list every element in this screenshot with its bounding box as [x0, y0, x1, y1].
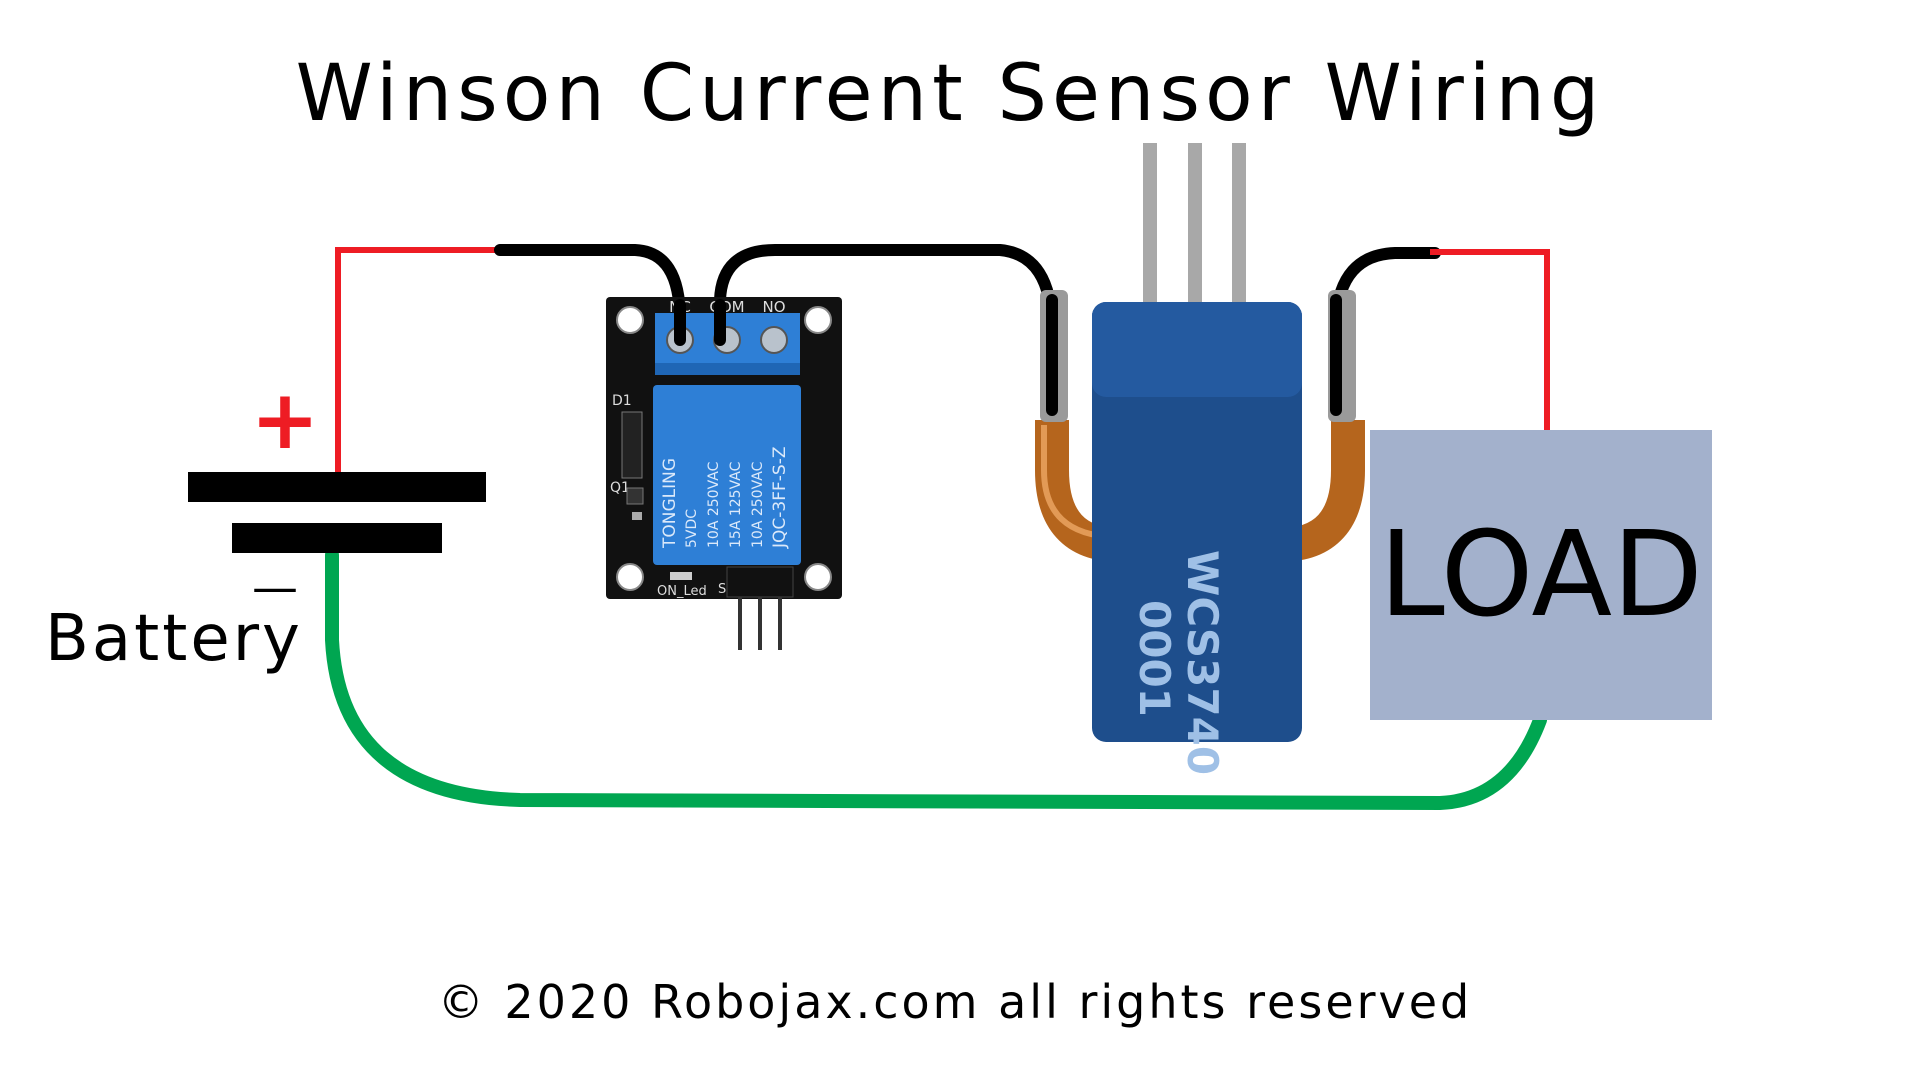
relay-smd-part — [632, 512, 642, 520]
relay-mount-hole — [616, 563, 644, 591]
relay-transistor — [626, 487, 644, 505]
relay-mount-hole — [616, 306, 644, 334]
relay-brand-label: TONGLING — [660, 458, 680, 549]
relay-d1-label: D1 — [612, 393, 632, 409]
relay-terminal-lip — [655, 363, 800, 375]
copyright-notice: © 2020 Robojax.com all rights reserved — [438, 975, 1473, 1029]
battery-minus-sign: — — [252, 560, 298, 614]
load-positive-wire — [1430, 249, 1550, 432]
battery-symbol — [188, 472, 486, 553]
relay-body — [653, 385, 801, 565]
ground-wire — [325, 548, 1547, 811]
relay-led-label: ON_Led — [657, 584, 707, 599]
relay-header — [726, 566, 794, 598]
relay-rating-4: 10A 250VAC — [750, 461, 766, 548]
battery-positive-plate — [188, 472, 486, 502]
sensor-body — [1092, 302, 1302, 742]
relay-screw-no — [760, 326, 788, 354]
sensor-pin — [1188, 143, 1202, 303]
current-sensor: WCS3740 0001 — [1035, 143, 1365, 775]
relay-model-label: JQC-3FF-S-Z — [770, 447, 790, 549]
relay-mount-hole — [804, 306, 832, 334]
relay-q1-label: Q1 — [610, 480, 630, 496]
load-box — [1370, 430, 1712, 720]
sensor-body-top — [1092, 302, 1302, 397]
battery-positive-wire — [335, 247, 505, 475]
relay-status-led — [670, 572, 692, 580]
sensor-pin — [1232, 143, 1246, 303]
relay-rating-3: 15A 125VAC — [728, 461, 744, 548]
relay-diode — [621, 411, 643, 479]
relay-rating-2: 10A 250VAC — [706, 461, 722, 548]
battery-negative-plate — [232, 523, 442, 553]
relay-rating-1: 5VDC — [684, 509, 700, 548]
battery-plus-sign: + — [251, 373, 320, 468]
sensor-serial-label: 0001 — [1130, 600, 1179, 717]
relay-mount-hole — [804, 563, 832, 591]
relay-signal-pin-label: S — [718, 582, 726, 597]
diagram-title: Winson Current Sensor Wiring — [296, 49, 1605, 139]
battery-label: Battery — [45, 602, 303, 676]
sensor-model-label: WCS3740 — [1178, 550, 1227, 775]
sensor-pin — [1143, 143, 1157, 303]
relay-module: NC COM NO JQC-3FF-S-Z 10A 250VAC 15A 125… — [606, 297, 842, 650]
relay-terminal-no: NO — [762, 298, 785, 316]
load-label: LOAD — [1379, 505, 1703, 643]
